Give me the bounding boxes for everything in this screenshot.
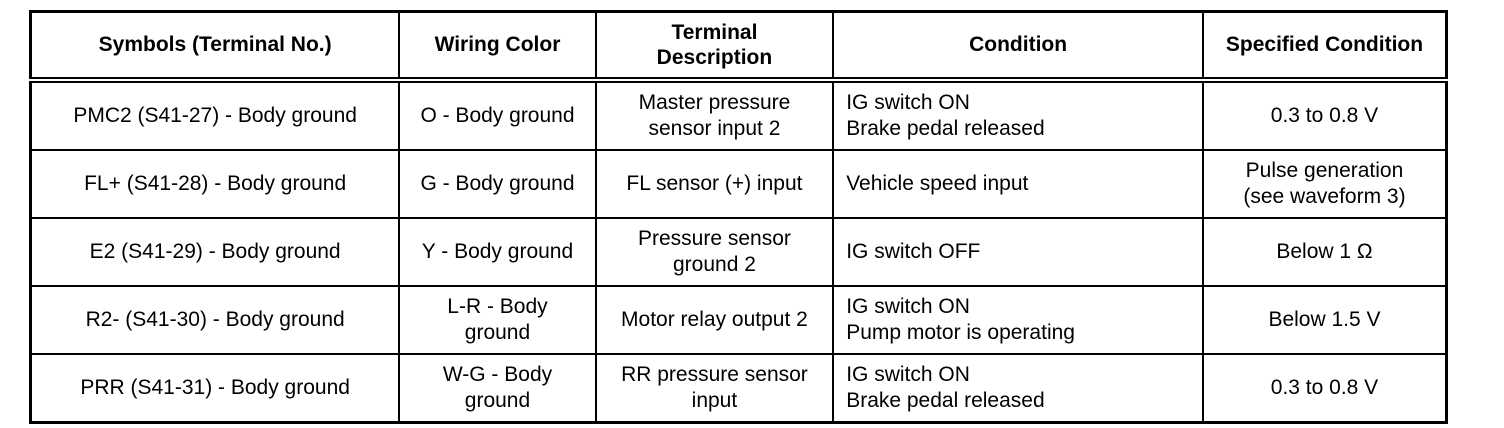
cell-symbol: PRR (S41-31) - Body ground xyxy=(29,353,401,424)
cell-specified-condition: Pulse generation (see waveform 3) xyxy=(1201,149,1448,219)
cell-specified-condition: 0.3 to 0.8 V xyxy=(1201,79,1448,151)
header-row: Symbols (Terminal No.) Wiring Color Term… xyxy=(29,10,1448,83)
cell-symbol: R2- (S41-30) - Body ground xyxy=(29,285,401,355)
cell-wiring-color: L-R - Body ground xyxy=(398,285,597,355)
cell-symbol: FL+ (S41-28) - Body ground xyxy=(29,149,401,219)
column-header-symbols: Symbols (Terminal No.) xyxy=(29,10,401,83)
cell-terminal-description: FL sensor (+) input xyxy=(594,149,835,219)
cell-terminal-description: Pressure sensor ground 2 xyxy=(594,217,835,287)
cell-condition: IG switch ON Brake pedal released xyxy=(832,353,1204,424)
column-header-specified-condition: Specified Condition xyxy=(1201,10,1448,83)
cell-condition: IG switch ON Brake pedal released xyxy=(832,79,1204,151)
cell-wiring-color: G - Body ground xyxy=(398,149,597,219)
cell-condition: Vehicle speed input xyxy=(832,149,1204,219)
cell-specified-condition: Below 1 Ω xyxy=(1201,217,1448,287)
table-row: E2 (S41-29) - Body ground Y - Body groun… xyxy=(29,217,1448,287)
cell-wiring-color: O - Body ground xyxy=(398,79,597,151)
cell-terminal-description: Motor relay output 2 xyxy=(594,285,835,355)
cell-symbol: E2 (S41-29) - Body ground xyxy=(29,217,401,287)
column-header-wiring-color: Wiring Color xyxy=(398,10,597,83)
table-row: R2- (S41-30) - Body ground L-R - Body gr… xyxy=(29,285,1448,355)
cell-condition: IG switch OFF xyxy=(832,217,1204,287)
cell-wiring-color: W-G - Body ground xyxy=(398,353,597,424)
cell-symbol: PMC2 (S41-27) - Body ground xyxy=(29,79,401,151)
cell-specified-condition: Below 1.5 V xyxy=(1201,285,1448,355)
table-row: FL+ (S41-28) - Body ground G - Body grou… xyxy=(29,149,1448,219)
table-row: PRR (S41-31) - Body ground W-G - Body gr… xyxy=(29,353,1448,424)
cell-terminal-description: RR pressure sensor input xyxy=(594,353,835,424)
cell-wiring-color: Y - Body ground xyxy=(398,217,597,287)
table-row: PMC2 (S41-27) - Body ground O - Body gro… xyxy=(29,79,1448,151)
cell-terminal-description: Master pressure sensor input 2 xyxy=(594,79,835,151)
cell-condition: IG switch ON Pump motor is operating xyxy=(832,285,1204,355)
column-header-terminal-description: Terminal Description xyxy=(594,10,835,83)
terminal-inspection-table: Symbols (Terminal No.) Wiring Color Term… xyxy=(29,10,1448,424)
column-header-condition: Condition xyxy=(832,10,1204,83)
cell-specified-condition: 0.3 to 0.8 V xyxy=(1201,353,1448,424)
